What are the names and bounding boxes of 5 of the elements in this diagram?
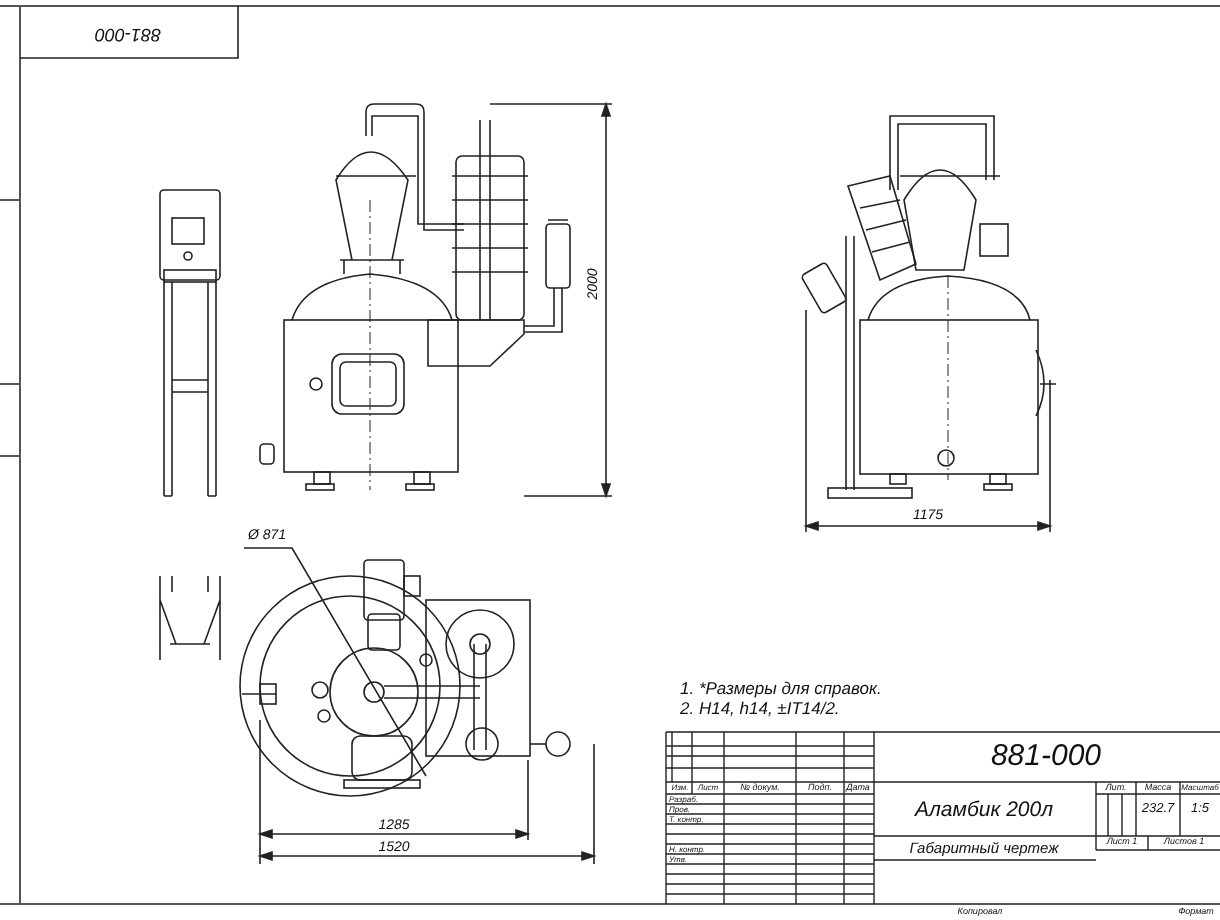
drawing-number: 881-000 [990, 741, 1102, 771]
note-text: 2. H14, h14, ±IT14/2. [680, 699, 840, 717]
product-title: Аламбик 200л [914, 798, 1054, 820]
drawing-number: 881-000 [94, 25, 162, 43]
note-text: 1. *Размеры для справок. [680, 679, 882, 697]
